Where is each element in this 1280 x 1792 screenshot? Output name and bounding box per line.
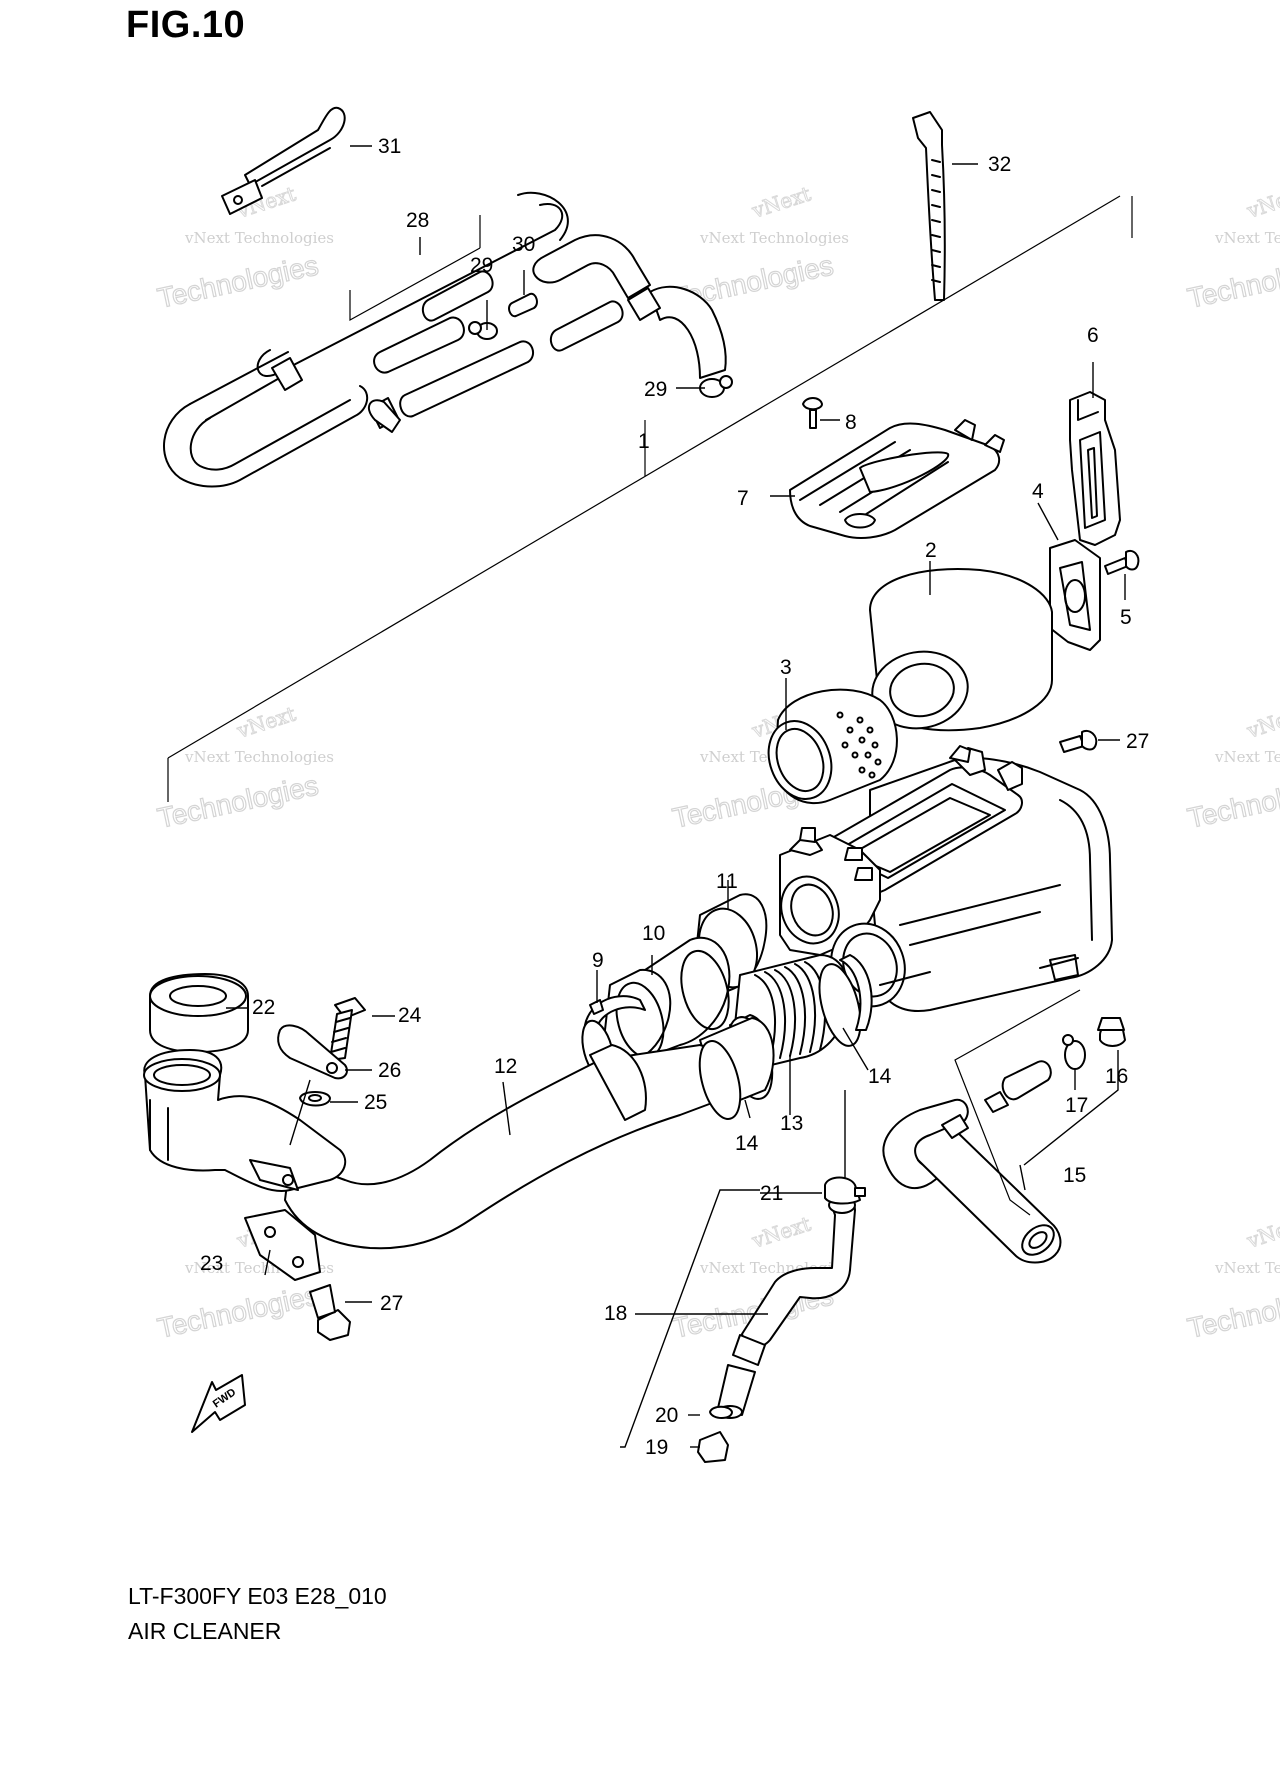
callout-21: 21 <box>760 1182 783 1205</box>
callout-22: 22 <box>252 996 275 1019</box>
callout-29a: 29 <box>470 254 493 277</box>
callout-11: 11 <box>716 870 738 893</box>
callout-30: 30 <box>512 233 535 256</box>
part-4-frame <box>1049 539 1101 651</box>
svg-text:vNext: vNext <box>1243 181 1280 223</box>
callout-10: 10 <box>642 922 665 945</box>
air-cleaner-case <box>779 745 1113 1012</box>
svg-text:vNext Technologies: vNext Technologies <box>184 748 334 766</box>
callout-20: 20 <box>655 1404 678 1427</box>
figure-title: FIG.10 <box>126 4 246 46</box>
svg-text:Technologies: Technologies <box>155 1280 321 1344</box>
callout-15: 15 <box>1063 1164 1086 1187</box>
part-6-bracket <box>1069 391 1121 546</box>
breather-hose-assembly <box>163 106 733 488</box>
svg-text:vNext: vNext <box>748 1211 813 1253</box>
svg-text:Technologies: Technologies <box>155 770 321 834</box>
callout-27a: 27 <box>1126 730 1149 753</box>
callout-25: 25 <box>364 1091 387 1114</box>
part-2-filter-element <box>869 568 1053 732</box>
assembly-frame-lines <box>167 195 1133 802</box>
assembly-name-caption: AIR CLEANER <box>128 1618 282 1644</box>
callout-24: 24 <box>398 1004 422 1027</box>
callout-32: 32 <box>988 153 1011 176</box>
svg-text:vNext: vNext <box>1243 701 1280 743</box>
callout-9: 9 <box>592 949 604 972</box>
callout-26: 26 <box>378 1059 401 1082</box>
callout-29b: 29 <box>644 378 667 401</box>
callout-12: 12 <box>494 1055 517 1078</box>
callout-28: 28 <box>406 209 429 232</box>
part-5-screw <box>1104 550 1140 575</box>
callout-19: 19 <box>645 1436 668 1459</box>
parts-24-25-26-bolt-set <box>277 997 366 1107</box>
callout-31: 31 <box>378 135 401 158</box>
svg-text:vNext: vNext <box>748 181 813 223</box>
callout-4: 4 <box>1032 480 1044 503</box>
svg-text:vNext Technologies: vNext Technologies <box>1214 229 1280 247</box>
callout-6: 6 <box>1087 324 1099 347</box>
drain-hose-assembly <box>882 989 1126 1264</box>
part-12-intake-hose <box>143 973 742 1281</box>
watermark-bottom-right: vNext vNext Technologies Technologies <box>1184 1211 1280 1345</box>
part-8-screw <box>802 397 823 429</box>
part-27-upper-bolt <box>1059 730 1098 753</box>
svg-text:vNext: vNext <box>233 701 298 743</box>
callout-27b: 27 <box>380 1292 403 1315</box>
watermark-mid-left: vNext vNext Technologies Technologies <box>154 701 334 835</box>
callout-2: 2 <box>925 539 937 562</box>
svg-text:vNext: vNext <box>1243 1211 1280 1253</box>
callout-8: 8 <box>845 411 857 434</box>
callout-7: 7 <box>737 487 749 510</box>
svg-text:Technologies: Technologies <box>155 250 321 314</box>
callout-18: 18 <box>604 1302 627 1325</box>
callout-23: 23 <box>200 1252 223 1275</box>
leader-lines <box>226 145 1126 1448</box>
model-caption: LT-F300FY E03 E28_010 <box>128 1583 387 1609</box>
svg-text:vNext Technologies: vNext Technologies <box>699 229 849 247</box>
svg-text:Technologies: Technologies <box>1185 1280 1280 1344</box>
svg-text:vNext Technologies: vNext Technologies <box>1214 748 1280 766</box>
svg-text:Technologies: Technologies <box>1185 770 1280 834</box>
fwd-arrow-icon: FWD <box>191 1374 246 1433</box>
callout-14a: 14 <box>868 1065 892 1088</box>
breather-hose-lower <box>697 1176 866 1463</box>
callout-16: 16 <box>1105 1065 1128 1088</box>
part-7-cover <box>789 419 1005 539</box>
callout-numbers: 31 28 29 30 29 32 1 8 7 6 4 2 5 3 27 11 … <box>200 135 1149 1459</box>
callout-13: 13 <box>780 1112 803 1135</box>
callout-1: 1 <box>638 430 650 453</box>
callout-3: 3 <box>780 656 792 679</box>
part-32-tie-strap <box>912 111 946 301</box>
callout-14b: 14 <box>735 1132 759 1155</box>
part-27-lower-bolt <box>309 1284 351 1341</box>
watermark-top-right: vNext vNext Technologies Technologies <box>1184 181 1280 315</box>
callout-17: 17 <box>1065 1094 1088 1117</box>
svg-text:vNext Technologies: vNext Technologies <box>1214 1259 1280 1277</box>
watermark-mid-right: vNext vNext Technologies Technologies <box>1184 701 1280 835</box>
svg-text:Technologies: Technologies <box>1185 250 1280 314</box>
svg-text:vNext Technologies: vNext Technologies <box>184 229 334 247</box>
callout-5: 5 <box>1120 606 1132 629</box>
